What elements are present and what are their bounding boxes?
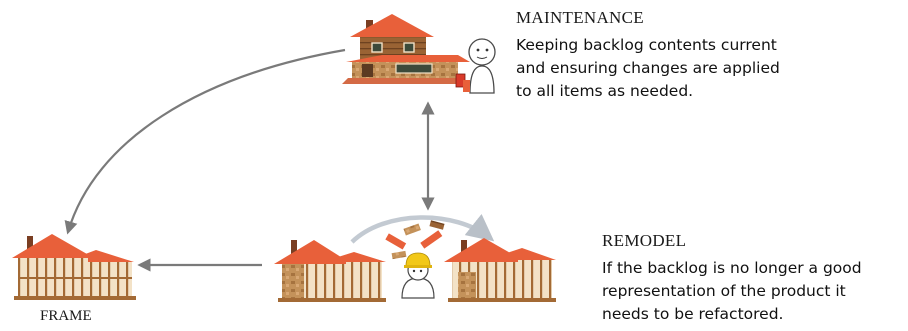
maintenance-line: and ensuring changes are applied — [516, 57, 780, 80]
frame-label: FRAME — [40, 308, 92, 325]
frame-house-image — [12, 234, 136, 300]
maintenance-worker-figure — [456, 39, 495, 93]
arrow-maintenance-to-frame — [68, 50, 345, 232]
remodel-worker-figure — [402, 253, 434, 298]
remodel-line: representation of the product it — [602, 280, 862, 303]
maintenance-line: Keeping backlog contents current — [516, 34, 780, 57]
remodel-description: If the backlog is no longer a good repre… — [602, 257, 862, 326]
remodel-line: needs to be refactored. — [602, 303, 862, 326]
remodel-heading: REMODEL — [602, 231, 686, 251]
remodel-transition-arc — [352, 217, 490, 242]
maintenance-description: Keeping backlog contents current and ens… — [516, 34, 780, 103]
remodel-house-before-image — [274, 240, 386, 302]
maintenance-house-image — [342, 14, 470, 84]
maintenance-line: to all items as needed. — [516, 80, 780, 103]
remodel-house-after-image — [444, 238, 556, 302]
remodel-line: If the backlog is no longer a good — [602, 257, 862, 280]
maintenance-heading: MAINTENANCE — [516, 8, 644, 28]
